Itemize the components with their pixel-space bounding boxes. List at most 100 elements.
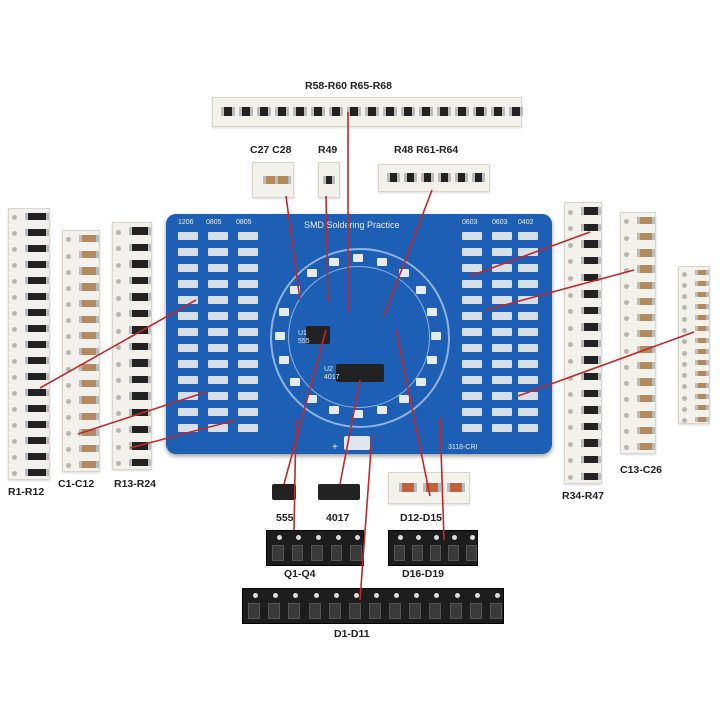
smd-resistor [311, 107, 325, 116]
sprocket-hole [414, 593, 420, 598]
smd-resistor [239, 107, 253, 116]
solder-pad [178, 424, 198, 432]
sprocket-hole [12, 311, 17, 317]
sprocket-hole [12, 215, 17, 221]
sprocket-hole [66, 414, 71, 420]
component-pocket [409, 603, 422, 619]
sprocket-hole [624, 413, 629, 419]
smd-capacitor [637, 442, 655, 451]
sprocket-hole [434, 593, 440, 598]
component-pocket [308, 603, 321, 619]
size-label-1206: 1206 [178, 219, 194, 226]
smd-capacitor [637, 249, 655, 257]
solder-pad [208, 312, 228, 320]
sprocket-hole [12, 327, 17, 333]
smd-capacitor [79, 267, 99, 275]
smd-resistor [25, 357, 49, 365]
component-pocket [311, 545, 323, 561]
solder-pad [518, 376, 538, 384]
capacitor-pad [344, 436, 370, 450]
sprocket-hole [12, 231, 17, 237]
sprocket-hole [454, 593, 460, 598]
component-pocket [328, 603, 341, 619]
solder-pad [238, 280, 258, 288]
smd-capacitor [637, 233, 655, 241]
sprocket-hole [12, 343, 17, 349]
label-d12-d15: D12-D15 [400, 512, 443, 524]
label-4017: 4017 [326, 512, 350, 524]
solder-pad [518, 248, 538, 256]
smd-resistor [491, 107, 505, 116]
sprocket-hole [682, 361, 687, 367]
c1-c12-tape [62, 230, 100, 472]
leader-line [285, 195, 301, 301]
smd-resistor [25, 453, 49, 461]
smd-resistor [129, 276, 151, 285]
solder-pad [462, 424, 482, 432]
solder-pad [462, 360, 482, 368]
sprocket-hole [12, 439, 17, 445]
smd-resistor [581, 273, 601, 281]
component-pocket [469, 603, 482, 619]
smd-capacitor [79, 251, 99, 259]
sprocket-hole [624, 348, 629, 354]
sprocket-hole [452, 535, 457, 540]
sprocket-hole [568, 458, 573, 464]
leader-line [383, 189, 433, 317]
led-ring [270, 248, 450, 428]
leader-line [395, 329, 431, 497]
leader-line [325, 195, 329, 303]
sprocket-hole [494, 593, 500, 598]
component-pocket [429, 603, 442, 619]
solder-pad [518, 280, 538, 288]
solder-pad [518, 328, 538, 336]
component-pocket [330, 545, 343, 561]
component-pocket [449, 603, 462, 619]
sprocket-hole [66, 398, 71, 404]
sprocket-hole [12, 423, 17, 429]
solder-pad [178, 232, 198, 240]
solder-pad [518, 264, 538, 272]
solder-pad [462, 280, 482, 288]
sprocket-hole [568, 358, 573, 364]
solder-pad [492, 376, 512, 384]
solder-pad [178, 392, 198, 400]
smd-capacitor [79, 235, 99, 243]
component-pocket [291, 545, 304, 561]
smd-led [447, 483, 465, 492]
solder-pad [238, 408, 258, 416]
sprocket-hole [66, 366, 71, 372]
size-label-0805-a: 0805 [206, 219, 222, 226]
smd-resistor [293, 107, 307, 116]
smd-capacitor [637, 297, 655, 305]
sprocket-hole [624, 267, 629, 273]
sprocket-hole [624, 283, 629, 289]
smd-resistor [581, 323, 601, 331]
sprocket-hole [682, 418, 687, 424]
sprocket-hole [12, 375, 17, 381]
solder-pad [238, 312, 258, 320]
sprocket-hole [682, 350, 687, 356]
sprocket-hole [434, 535, 439, 540]
sprocket-hole [12, 263, 17, 269]
sprocket-hole [66, 350, 71, 356]
solder-pad [208, 360, 228, 368]
solder-pad [178, 360, 198, 368]
smd-capacitor [637, 313, 655, 322]
label-c13-c26: C13-C26 [620, 464, 663, 476]
sprocket-hole [355, 535, 361, 540]
smd-resistor [581, 455, 601, 464]
leader-line [283, 329, 327, 485]
solder-pad [178, 248, 198, 256]
d1-d11-tape [242, 588, 504, 624]
smd-resistor [455, 173, 468, 182]
sprocket-hole [568, 325, 573, 331]
solder-pad [208, 296, 228, 304]
r13-r24-tape [112, 222, 152, 470]
solder-pad [208, 408, 228, 416]
smd-resistor [257, 107, 271, 116]
sprocket-hole [273, 593, 279, 598]
smd-capacitor [695, 303, 709, 309]
smd-resistor [387, 173, 400, 182]
solder-pad [238, 248, 258, 256]
